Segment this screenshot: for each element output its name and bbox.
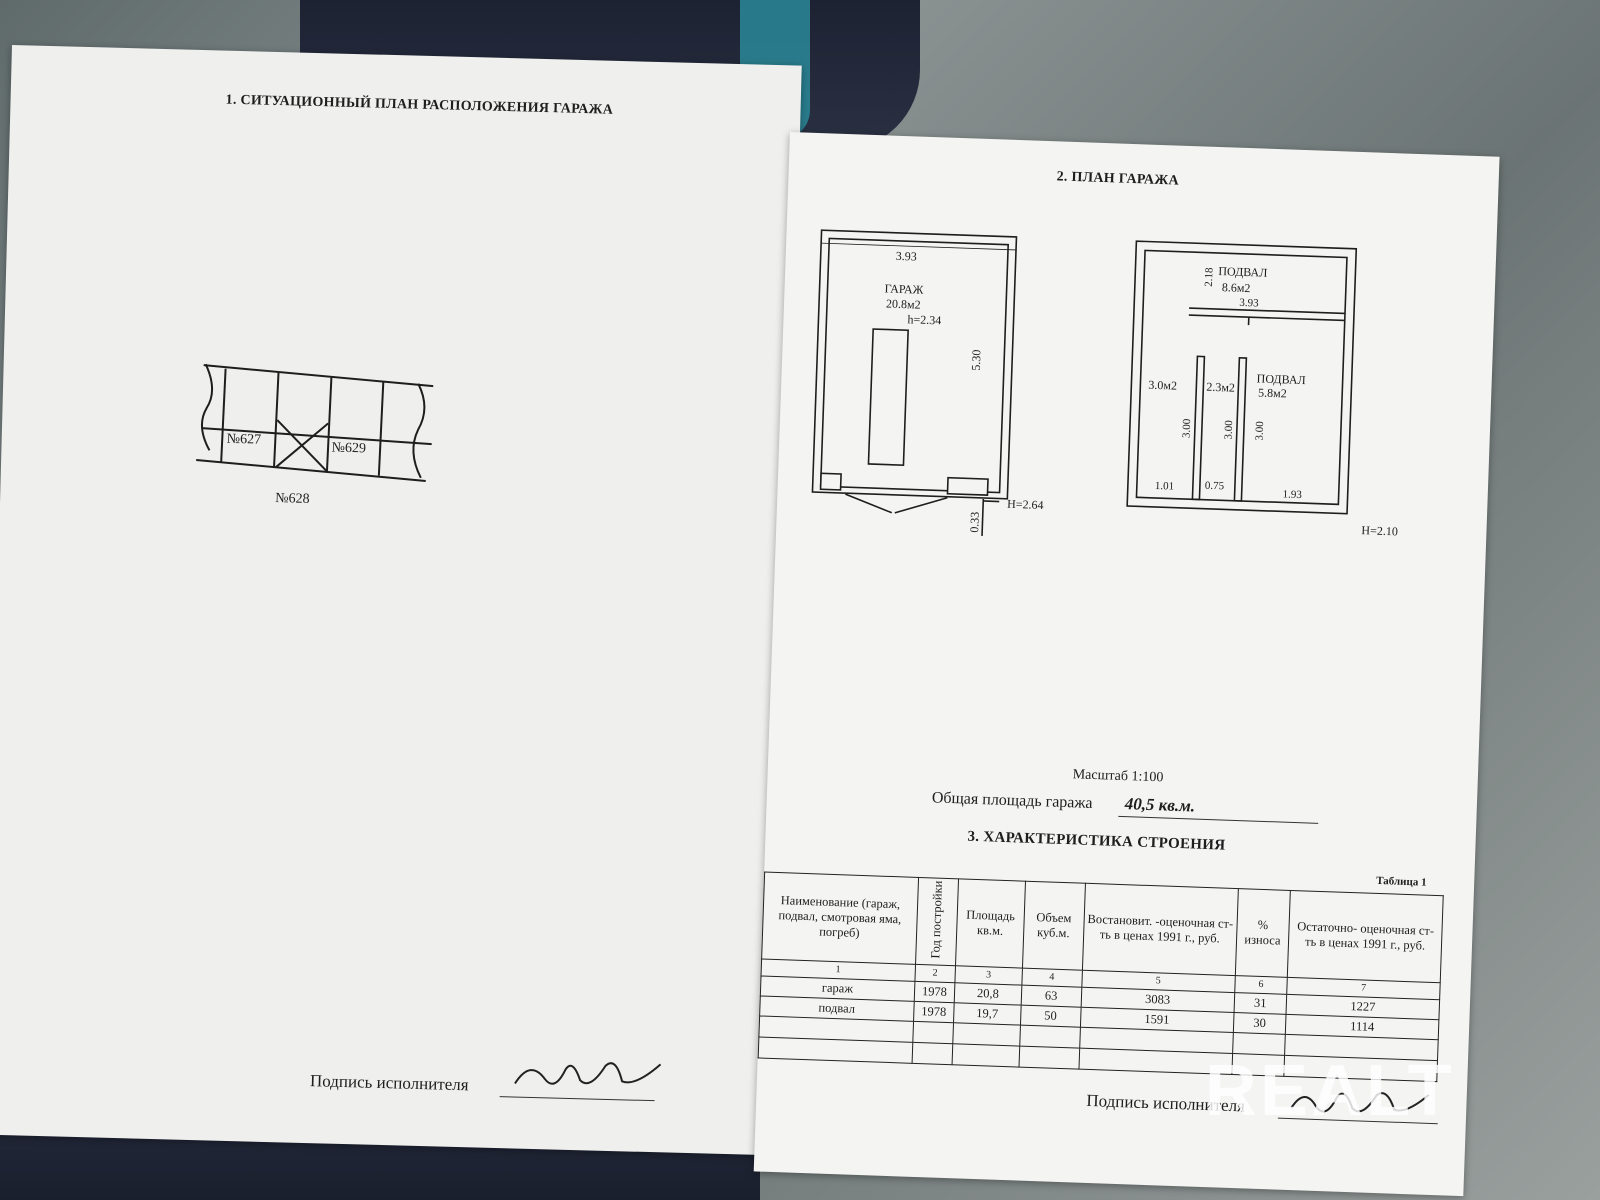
garage-gate-dim: 0.33: [967, 511, 982, 532]
garage-length-dim: 5.30: [969, 349, 984, 370]
plot-627: №627: [227, 432, 262, 448]
basement-room1-area: 3.0м2: [1148, 378, 1177, 393]
total-area-value: 40,5 кв.м.: [1124, 794, 1196, 816]
basement-floor-plan: 2.18 ПОДВАЛ 8.6м2 3.93 3.0м2 2.3м2 ПОДВА…: [1126, 240, 1398, 538]
header-name: Наименование (гараж, подвал, смотровая я…: [761, 872, 919, 965]
garage-room-area: 20.8м2: [886, 296, 921, 311]
table-cell: 63: [1020, 984, 1082, 1008]
basement-top-name: ПОДВАЛ: [1218, 264, 1267, 280]
header-residual-value: Остаточно- оценочная ст-ть в ценах 1991 …: [1287, 890, 1444, 983]
table-cell: [1018, 1045, 1080, 1070]
plot-628: №628: [275, 491, 310, 507]
plot-629: №629: [331, 441, 366, 457]
basement-room3-area: 5.8м2: [1258, 386, 1287, 401]
header-volume: Объем куб.м.: [1022, 881, 1086, 971]
situation-plan: №627 №629 №628: [196, 363, 434, 507]
section2-heading: 2. ПЛАН ГАРАЖА: [1056, 169, 1180, 189]
header-area: Площадь кв.м.: [955, 878, 1026, 968]
table-cell: 6: [1234, 975, 1288, 995]
table-cell: 31: [1233, 992, 1287, 1015]
table-cell: 4: [1021, 967, 1083, 988]
table-cell: 20,8: [954, 982, 1022, 1005]
basement-dim-101: 1.01: [1155, 480, 1175, 493]
basement-dim-b: 3.00: [1223, 420, 1236, 440]
table-cell: [758, 1036, 913, 1064]
table-cell: [912, 1021, 954, 1044]
left-page: 1. СИТУАЦИОННЫЙ ПЛАН РАСПОЛОЖЕНИЯ ГАРАЖА…: [0, 45, 802, 1156]
garage-room-name: ГАРАЖ: [884, 281, 924, 296]
table-cell: [1019, 1024, 1081, 1049]
header-restoration-value: Востановит. -оценочная ст-ть в ценах 199…: [1082, 883, 1239, 976]
basement-top-depth: 2.18: [1203, 267, 1216, 287]
basement-dim-c: 3.00: [1254, 421, 1267, 441]
table-cell: [952, 1043, 1020, 1067]
table-cell: [911, 1042, 953, 1065]
table-cell: 19,7: [953, 1002, 1021, 1025]
section3-heading: 3. ХАРАКТЕРИСТИКА СТРОЕНИЯ: [967, 828, 1226, 854]
table-cell: 1978: [913, 1001, 955, 1023]
basement-total-height: H=2.10: [1361, 523, 1398, 538]
total-area-line: [1118, 815, 1319, 824]
header-wear: % износа: [1234, 888, 1291, 978]
table-cell: [952, 1022, 1021, 1046]
basement-dim-075: 0.75: [1205, 480, 1225, 493]
table-cell: 30: [1233, 1012, 1287, 1035]
garage-floor-plan: 3.93 ГАРАЖ 20.8м2 h=2.34 5.30 0.33 H=2.6…: [811, 229, 1044, 536]
garage-room-height: h=2.34: [907, 312, 941, 327]
section1-heading: 1. СИТУАЦИОННЫЙ ПЛАН РАСПОЛОЖЕНИЯ ГАРАЖА: [225, 92, 614, 118]
table-cell: 1978: [913, 981, 956, 1003]
basement-dim-193: 1.93: [1282, 488, 1302, 501]
header-year: Год постройки: [915, 877, 959, 966]
table-caption: Таблица 1: [1376, 874, 1427, 889]
total-area-label: Общая площадь гаража: [931, 789, 1093, 812]
basement-top-area: 8.6м2: [1222, 280, 1251, 295]
basement-room3-name: ПОДВАЛ: [1256, 371, 1305, 387]
table-cell: 50: [1020, 1004, 1081, 1028]
right-signature: [1290, 1092, 1430, 1113]
garage-total-height: H=2.64: [1007, 497, 1044, 512]
left-signature: [514, 1062, 662, 1085]
garage-width-dim: 3.93: [896, 249, 917, 264]
basement-dim-a: 3.00: [1181, 418, 1194, 438]
basement-room2-area: 2.3м2: [1206, 380, 1235, 395]
basement-top-width: 3.93: [1239, 297, 1259, 310]
left-signature-label: Подпись исполнителя: [309, 1071, 469, 1095]
table-cell: 2: [914, 964, 956, 983]
scale-label: Масштаб 1:100: [1072, 767, 1164, 786]
realt-watermark: REALT: [1205, 1051, 1455, 1131]
right-page: 2. ПЛАН ГАРАЖА 3.93 ГАРАЖ 20.8м2 h=2.34 …: [753, 132, 1500, 1197]
